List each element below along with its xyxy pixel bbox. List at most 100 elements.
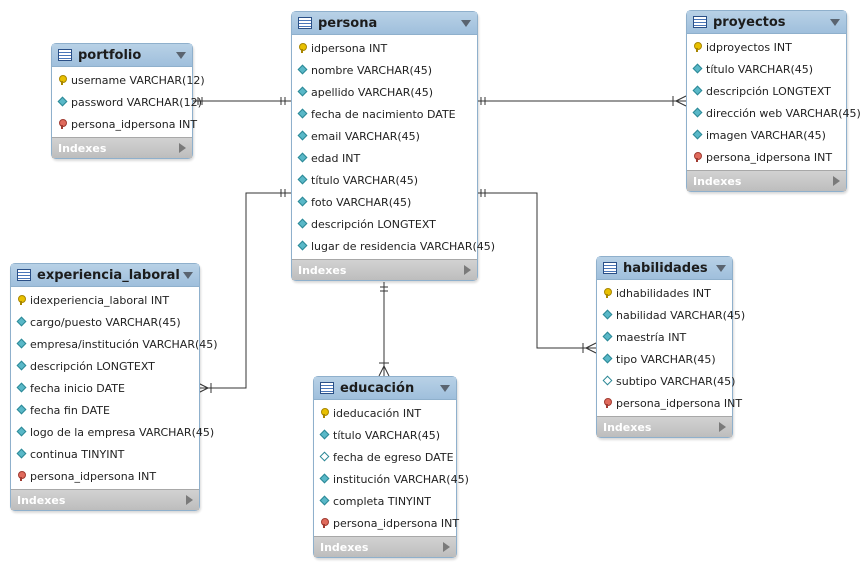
column-row[interactable]: persona_idpersona INT [687, 146, 846, 168]
not-null-column-icon [693, 64, 702, 74]
expand-arrow-icon[interactable] [833, 176, 840, 186]
table-educacion[interactable]: educación ideducación INT título VARCHAR(4… [313, 376, 469, 558]
column-row[interactable]: password VARCHAR(12) [52, 91, 202, 113]
column-row[interactable]: idhabilidades INT [597, 282, 732, 304]
column-row[interactable]: idpersona INT [292, 37, 477, 59]
column-row[interactable]: empresa/institución VARCHAR(45) [11, 333, 218, 355]
column-row[interactable]: continua TINYINT [11, 443, 199, 465]
table-header[interactable]: educación [314, 377, 456, 400]
table-header[interactable]: persona [292, 12, 477, 35]
column-label: edad INT [311, 151, 361, 165]
column-label: foto VARCHAR(45) [311, 195, 412, 209]
column-row[interactable]: idexperiencia_laboral INT [11, 289, 199, 311]
column-label: empresa/institución VARCHAR(45) [30, 337, 218, 351]
column-row[interactable]: tipo VARCHAR(45) [597, 348, 732, 370]
column-label: continua TINYINT [30, 447, 125, 461]
column-row[interactable]: lugar de residencia VARCHAR(45) [292, 235, 495, 257]
foreign-key-icon [17, 471, 26, 481]
column-label: ideducación INT [333, 406, 422, 420]
collapse-arrow-icon[interactable] [183, 271, 193, 279]
column-row[interactable]: username VARCHAR(12) [52, 69, 205, 91]
column-row[interactable]: apellido VARCHAR(45) [292, 81, 477, 103]
table-header[interactable]: portfolio [52, 44, 192, 67]
column-row[interactable]: descripción LONGTEXT [687, 80, 846, 102]
collapse-arrow-icon[interactable] [830, 18, 840, 26]
indexes-section[interactable]: Indexes [597, 416, 732, 437]
indexes-label: Indexes [320, 540, 369, 554]
table-header[interactable]: experiencia_laboral [11, 264, 199, 287]
column-row[interactable]: maestría INT [597, 326, 732, 348]
column-row[interactable]: persona_idpersona INT [597, 392, 742, 414]
column-row[interactable]: institución VARCHAR(45) [314, 468, 469, 490]
foreign-key-icon [58, 119, 67, 129]
column-label: maestría INT [616, 330, 687, 344]
column-row[interactable]: habilidad VARCHAR(45) [597, 304, 745, 326]
column-row[interactable]: descripción LONGTEXT [292, 213, 477, 235]
column-row[interactable]: imagen VARCHAR(45) [687, 124, 846, 146]
not-null-column-icon [17, 427, 26, 437]
column-row[interactable]: logo de la empresa VARCHAR(45) [11, 421, 214, 443]
table-header[interactable]: proyectos [687, 11, 846, 34]
column-row[interactable]: fecha de nacimiento DATE [292, 103, 477, 125]
not-null-column-icon [17, 317, 26, 327]
relation-persona-experiencia [198, 192, 291, 389]
column-row[interactable]: ideducación INT [314, 402, 456, 424]
collapse-arrow-icon[interactable] [716, 264, 726, 272]
column-row[interactable]: título VARCHAR(45) [687, 58, 846, 80]
column-row[interactable]: cargo/puesto VARCHAR(45) [11, 311, 199, 333]
not-null-column-icon [320, 496, 329, 506]
column-row[interactable]: descripción LONGTEXT [11, 355, 199, 377]
column-label: email VARCHAR(45) [311, 129, 420, 143]
collapse-arrow-icon[interactable] [461, 19, 471, 27]
column-row[interactable]: edad INT [292, 147, 477, 169]
indexes-section[interactable]: Indexes [314, 536, 456, 557]
column-row[interactable]: fecha fin DATE [11, 399, 199, 421]
collapse-arrow-icon[interactable] [440, 384, 450, 392]
indexes-section[interactable]: Indexes [11, 489, 199, 510]
column-list: username VARCHAR(12)password VARCHAR(12)… [52, 67, 205, 137]
column-row[interactable]: persona_idpersona INT [11, 465, 199, 487]
column-row[interactable]: idproyectos INT [687, 36, 846, 58]
column-row[interactable]: título VARCHAR(45) [314, 424, 456, 446]
column-row[interactable]: subtipo VARCHAR(45) [597, 370, 735, 392]
not-null-column-icon [17, 449, 26, 459]
nullable-column-icon [320, 452, 329, 462]
column-row[interactable]: completa TINYINT [314, 490, 456, 512]
column-row[interactable]: fecha inicio DATE [11, 377, 199, 399]
not-null-column-icon [320, 474, 329, 484]
collapse-arrow-icon[interactable] [176, 51, 186, 59]
expand-arrow-icon[interactable] [443, 542, 450, 552]
table-name: proyectos [713, 14, 786, 30]
expand-arrow-icon[interactable] [464, 265, 471, 275]
column-row[interactable]: email VARCHAR(45) [292, 125, 477, 147]
column-row[interactable]: fecha de egreso DATE [314, 446, 456, 468]
column-row[interactable]: dirección web VARCHAR(45) [687, 102, 861, 124]
expand-arrow-icon[interactable] [719, 422, 726, 432]
not-null-column-icon [298, 109, 307, 119]
foreign-key-icon [603, 398, 612, 408]
indexes-section[interactable]: Indexes [292, 259, 477, 280]
column-row[interactable]: persona_idpersona INT [52, 113, 197, 135]
column-label: fecha fin DATE [30, 403, 110, 417]
column-row[interactable]: título VARCHAR(45) [292, 169, 477, 191]
table-icon [693, 16, 707, 28]
not-null-column-icon [298, 219, 307, 229]
indexes-section[interactable]: Indexes [687, 170, 846, 191]
column-row[interactable]: persona_idpersona INT [314, 512, 459, 534]
column-row[interactable]: nombre VARCHAR(45) [292, 59, 477, 81]
column-row[interactable]: foto VARCHAR(45) [292, 191, 477, 213]
column-label: descripción LONGTEXT [706, 84, 831, 98]
expand-arrow-icon[interactable] [179, 143, 186, 153]
indexes-section[interactable]: Indexes [52, 137, 192, 158]
expand-arrow-icon[interactable] [186, 495, 193, 505]
column-label: descripción LONGTEXT [311, 217, 436, 231]
table-header[interactable]: habilidades [597, 257, 732, 280]
column-label: fecha de nacimiento DATE [311, 107, 456, 121]
table-name: educación [340, 380, 415, 396]
